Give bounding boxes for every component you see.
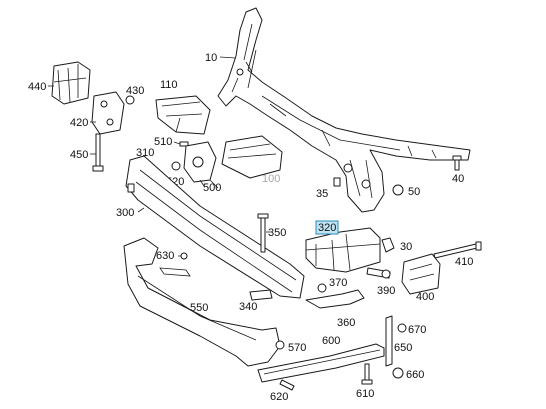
part-40-bolt[interactable] [452, 155, 462, 171]
part-390-bolt[interactable] [366, 267, 391, 279]
callout-410: 410 [455, 256, 473, 268]
callout-420: 420 [70, 117, 88, 129]
callout-340: 340 [239, 301, 257, 313]
callout-440: 440 [28, 81, 46, 93]
callout-350: 350 [268, 227, 286, 239]
part-300-crossmember[interactable] [125, 155, 305, 299]
part-50-nut[interactable] [392, 184, 404, 196]
part-430-nut[interactable] [125, 95, 135, 105]
callout-510: 510 [154, 136, 172, 148]
callout-660: 660 [406, 369, 424, 381]
part-320-crash-box[interactable] [305, 227, 381, 273]
callout-630: 630 [156, 250, 174, 262]
callout-600: 600 [322, 335, 340, 347]
callout-430: 430 [126, 85, 144, 97]
callout-390: 390 [377, 285, 395, 297]
callout-610: 610 [356, 388, 374, 400]
part-600-lower-bar[interactable] [257, 343, 385, 383]
callout-620: 620 [270, 391, 288, 403]
callout-320: 320 [318, 222, 336, 234]
callout-30: 30 [400, 241, 412, 253]
callout-40: 40 [452, 173, 464, 185]
part-30-clip[interactable] [381, 237, 395, 253]
part-340-bracket[interactable] [249, 289, 273, 301]
callout-570: 570 [288, 342, 306, 354]
part-100-air-duct[interactable] [221, 135, 283, 179]
callout-310: 310 [136, 147, 154, 159]
part-400-bracket[interactable] [401, 253, 441, 295]
callout-360: 360 [337, 317, 355, 329]
callout-500: 500 [203, 182, 221, 194]
part-630-clip[interactable] [180, 252, 188, 260]
part-450-bolt[interactable] [92, 133, 104, 172]
callout-550: 550 [190, 302, 208, 314]
part-35-bolt[interactable] [333, 177, 341, 187]
callout-370: 370 [329, 277, 347, 289]
callout-670: 670 [408, 324, 426, 336]
part-420-plate[interactable] [91, 91, 125, 135]
part-620-bolt[interactable] [279, 379, 295, 391]
part-650-strip[interactable] [385, 315, 393, 367]
callout-450: 450 [70, 149, 88, 161]
callout-100: 100 [262, 173, 280, 185]
callout-650: 650 [394, 342, 412, 354]
part-500-bracket[interactable] [183, 141, 219, 189]
part-550-lower-member[interactable] [123, 237, 281, 367]
part-570-nut[interactable] [275, 340, 285, 350]
callout-320-highlight [315, 220, 339, 235]
part-670-nut[interactable] [397, 323, 407, 333]
part-520-nut[interactable] [171, 161, 181, 171]
part-10-carrier[interactable] [217, 7, 471, 213]
part-350-bolt[interactable] [257, 213, 269, 253]
callout-300: 300 [116, 207, 134, 219]
part-370-clip[interactable] [317, 283, 327, 293]
callout-50: 50 [408, 186, 420, 198]
callout-35: 35 [316, 188, 328, 200]
part-660-nut[interactable] [392, 367, 404, 379]
callout-10: 10 [205, 52, 217, 64]
part-110-air-guide[interactable] [155, 95, 211, 135]
part-610-bolt[interactable] [361, 363, 373, 385]
part-360-trim[interactable] [305, 289, 365, 309]
callout-110: 110 [160, 79, 178, 91]
callout-400: 400 [416, 291, 434, 303]
part-440-bracket[interactable] [51, 61, 91, 105]
